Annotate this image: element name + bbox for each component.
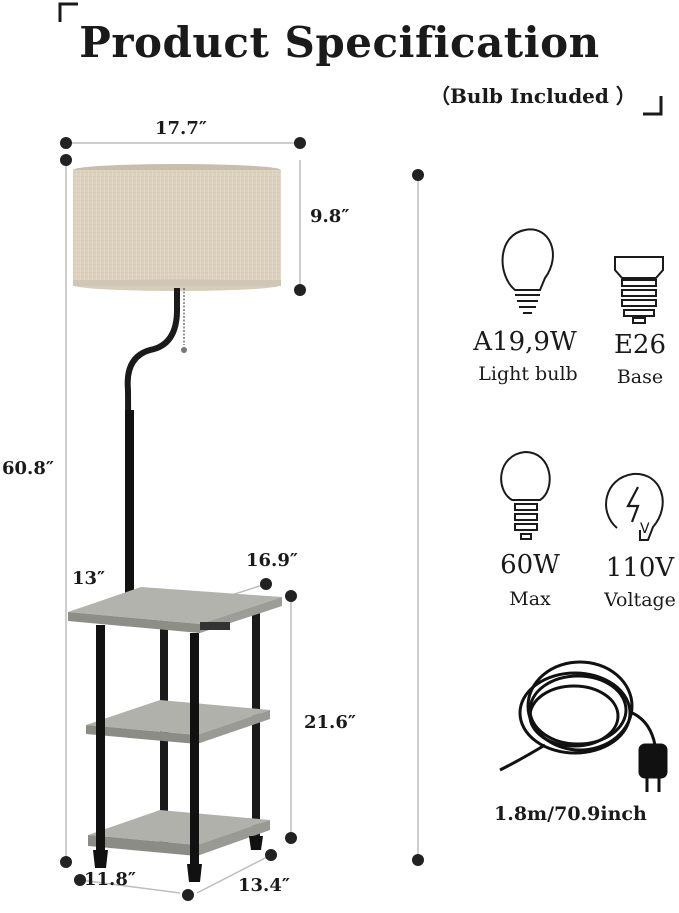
- dimension-line-total-height: [60, 154, 72, 868]
- cord-length-label: 1.8m/70.9inch: [494, 803, 647, 825]
- spec-max-label: Max: [509, 588, 551, 610]
- dimension-line-shade-height: [294, 160, 306, 296]
- spec-base-value: E26: [613, 330, 667, 360]
- spec-voltage-label: Voltage: [604, 589, 676, 611]
- power-cord-icon: [499, 660, 668, 792]
- spec-base-label: Base: [616, 366, 664, 388]
- dim-shade-height: 9.8″: [310, 206, 350, 227]
- dim-table-depth: 13″: [72, 568, 106, 589]
- dim-total-height: 60.8″: [2, 458, 54, 479]
- led-bulb-icon: [500, 450, 551, 540]
- dim-shade-width: 17.7″: [155, 118, 207, 139]
- frame-corner-top-left: [58, 2, 78, 22]
- bulb-base-icon: [614, 256, 664, 324]
- page-subtitle: （Bulb Included ）: [430, 84, 636, 108]
- dim-base-depth: 11.8″: [84, 869, 136, 890]
- lamp-pole: [124, 288, 180, 601]
- voltage-icon: V: [605, 472, 664, 541]
- dimension-line-base: [74, 849, 277, 901]
- pull-chain: [181, 288, 187, 353]
- frame-corner-bottom-right: [643, 96, 663, 116]
- light-bulb-icon: [501, 228, 554, 314]
- dimension-line-table-height: [285, 590, 297, 844]
- dim-base-width: 13.4″: [238, 875, 290, 896]
- spec-voltage-value: 110V: [605, 553, 675, 583]
- spec-max-value: 60W: [500, 550, 560, 580]
- spec-bulb-value: A19,9W: [473, 327, 577, 357]
- section-divider-line: [412, 169, 424, 866]
- dim-table-width: 16.9″: [246, 550, 298, 571]
- svg-text:V: V: [640, 521, 650, 537]
- side-table: [68, 587, 282, 882]
- dim-table-height: 21.6″: [304, 712, 356, 733]
- lamp-shade: [73, 164, 281, 291]
- dimension-line-shade-width: [60, 137, 306, 149]
- page-title: Product Specification: [79, 18, 600, 67]
- spec-bulb-label: Light bulb: [478, 363, 578, 385]
